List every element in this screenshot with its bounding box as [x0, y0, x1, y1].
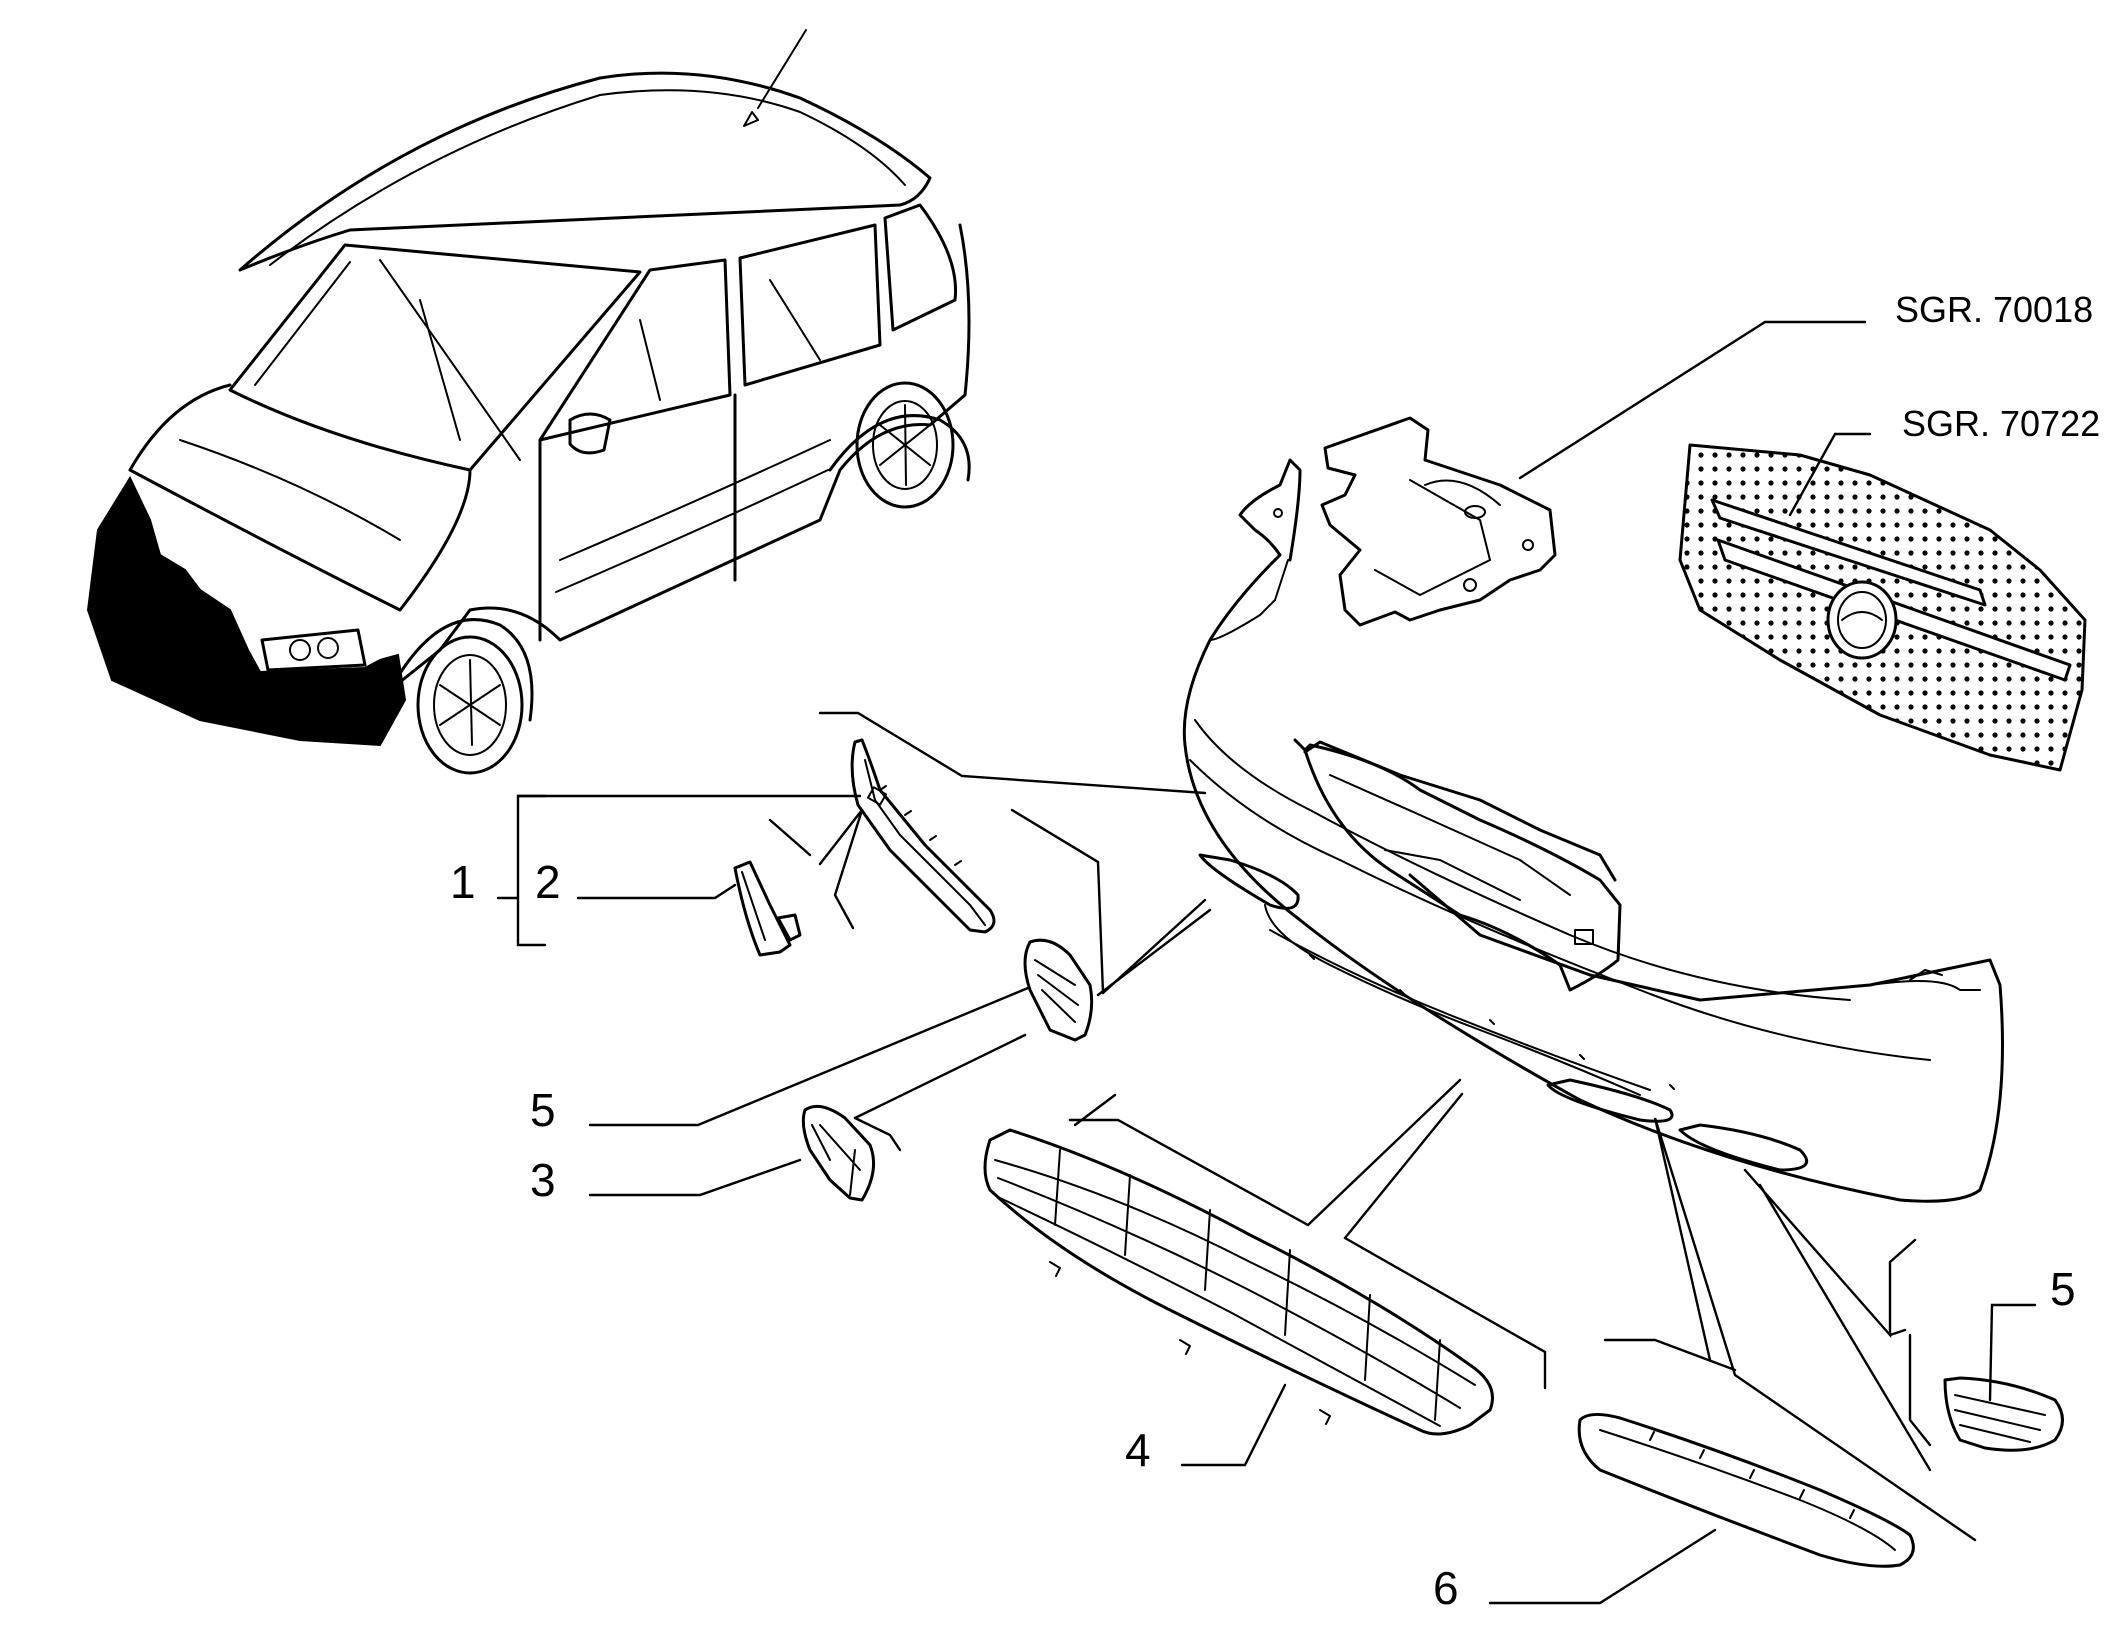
part-6-lower-trim-strip — [1577, 1413, 1915, 1568]
part-4-lower-grille — [983, 1128, 1494, 1436]
reference-sgr-70722: SGR. 70722 — [1902, 403, 2100, 444]
part-5-left-insert — [1023, 938, 1094, 1042]
callout-1: 1 — [450, 856, 476, 908]
upper-grille — [1678, 443, 2087, 772]
part-2-clip — [733, 860, 802, 957]
callout-3: 3 — [530, 1154, 556, 1206]
callout-2: 2 — [535, 856, 561, 908]
car-overview-illustration — [86, 29, 971, 775]
leader-lines — [496, 320, 2037, 1605]
part-3-side-cap — [801, 1104, 876, 1202]
highlighted-front-bumper — [86, 475, 407, 747]
reference-sgr-70018: SGR. 70018 — [1895, 289, 2093, 330]
callout-5-left: 5 — [530, 1084, 556, 1136]
front-bumper — [1182, 458, 2004, 1203]
callout-labels: 1 2 5 3 4 6 5 SGR. 70018 SGR. 70722 — [450, 289, 2100, 1614]
callout-6: 6 — [1433, 1562, 1459, 1614]
part-5-right-insert — [1943, 1376, 2064, 1452]
bumper-support-bracket — [1320, 416, 1557, 627]
part-1-trim-strip — [850, 738, 996, 934]
callout-4: 4 — [1125, 1424, 1151, 1476]
callout-5-right: 5 — [2050, 1263, 2076, 1315]
